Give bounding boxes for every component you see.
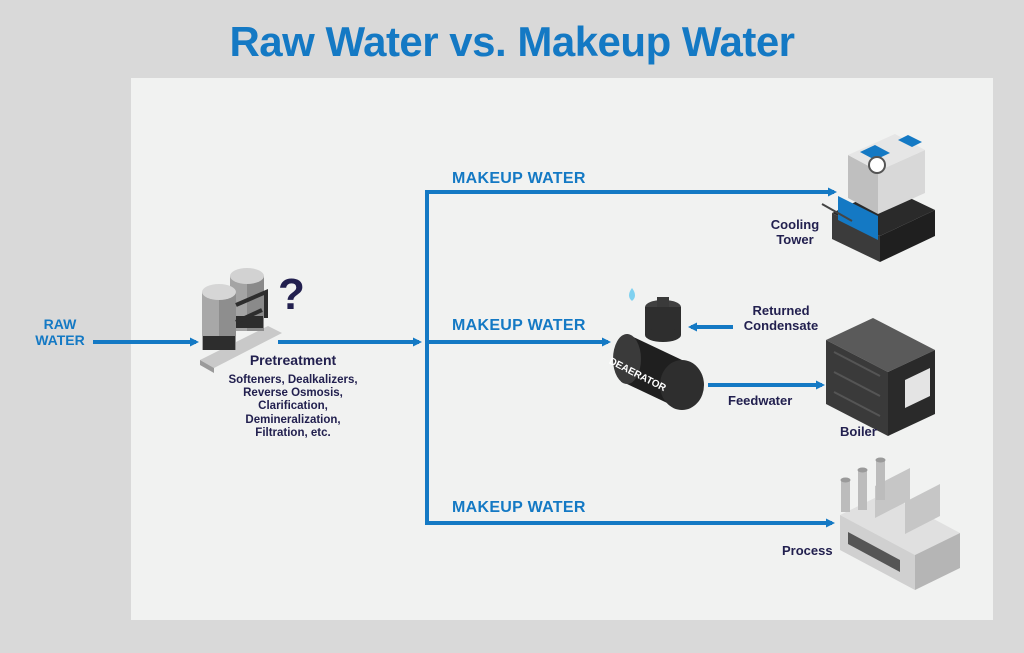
makeup-water-bottom-label: MAKEUP WATER bbox=[452, 499, 586, 516]
feedwater-label: Feedwater bbox=[728, 393, 793, 408]
cooling-tower-label: Cooling Tower bbox=[770, 217, 820, 247]
pretreatment-equipment-icon bbox=[200, 268, 282, 373]
pretreatment-question-mark: ? bbox=[278, 270, 305, 319]
pretreatment-method: Filtration, etc. bbox=[255, 426, 331, 439]
returned-condensate-label: Returned Condensate bbox=[743, 303, 819, 333]
process-label: Process bbox=[782, 543, 833, 558]
process-factory-icon bbox=[840, 457, 960, 590]
page-title: Raw Water vs. Makeup Water bbox=[229, 18, 795, 65]
pretreatment-label: Pretreatment bbox=[249, 352, 337, 368]
pretreatment-method: Softeners, Dealkalizers, bbox=[228, 374, 358, 386]
pretreatment-methods: Softeners, Dealkalizers, Reverse Osmosis… bbox=[213, 374, 373, 440]
pretreatment-method: Demineralization, bbox=[245, 413, 341, 426]
cooling-tower-icon bbox=[821, 134, 935, 262]
boiler-icon bbox=[826, 318, 935, 436]
boiler-label: Boiler bbox=[840, 424, 877, 439]
raw-water-label: RAW WATER bbox=[35, 316, 85, 349]
deaerator-icon bbox=[613, 288, 704, 410]
makeup-water-top-label: MAKEUP WATER bbox=[452, 170, 586, 187]
pretreatment-method: Clarification, bbox=[258, 400, 328, 413]
makeup-water-middle-label: MAKEUP WATER bbox=[452, 317, 586, 334]
pretreatment-method: Reverse Osmosis, bbox=[243, 387, 343, 400]
